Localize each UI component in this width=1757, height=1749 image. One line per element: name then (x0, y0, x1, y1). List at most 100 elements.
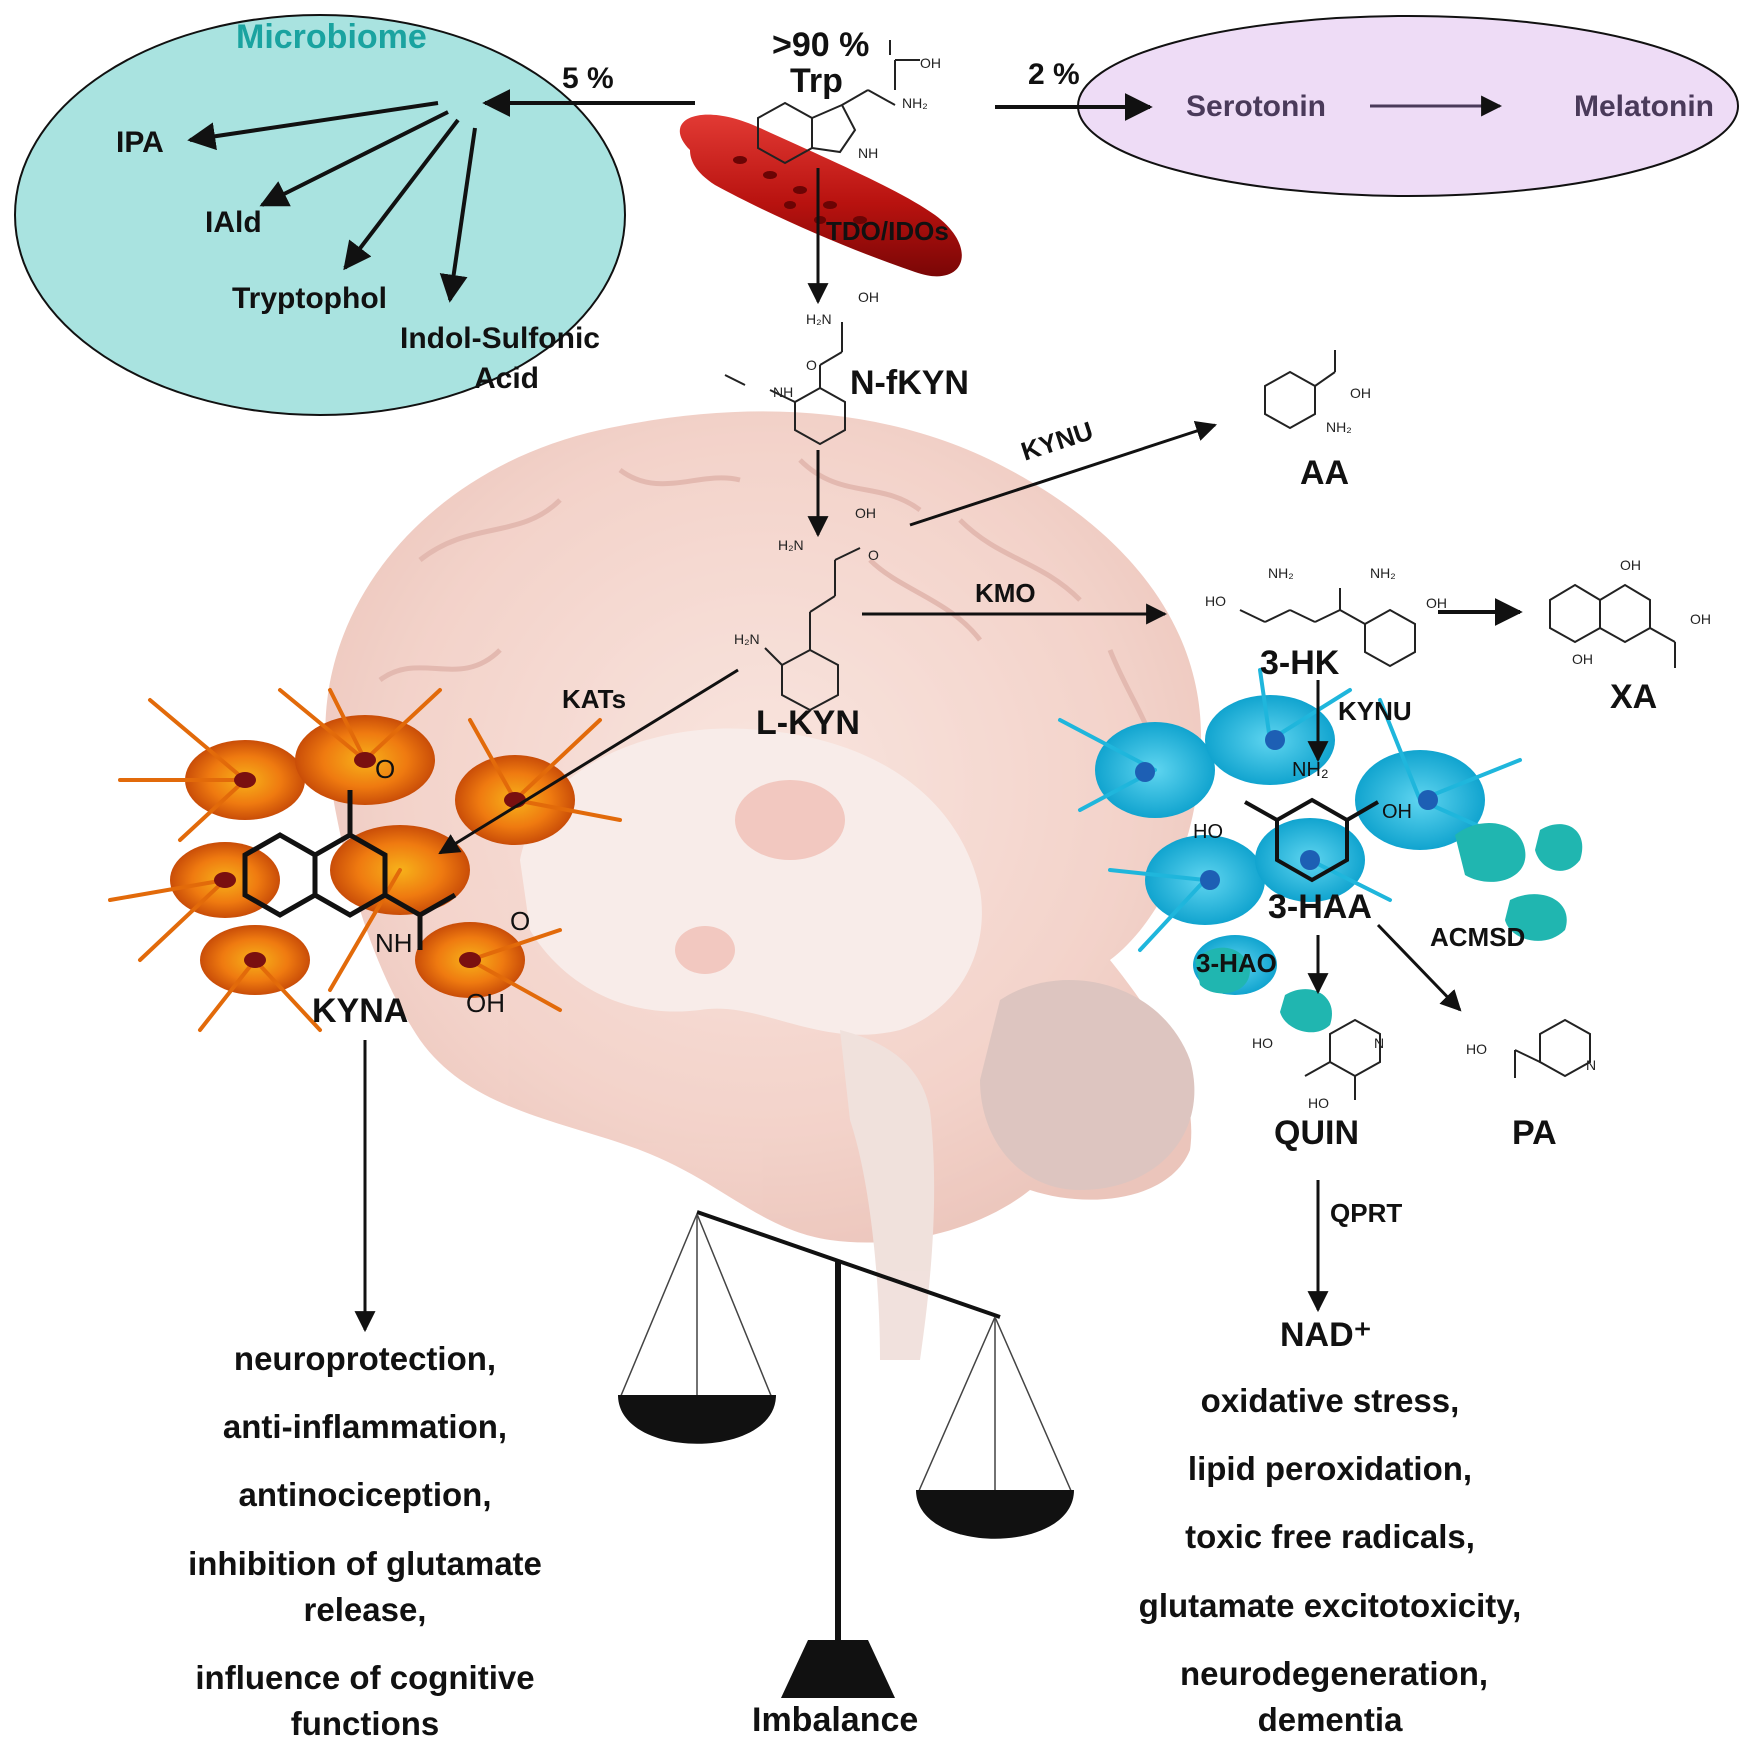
product-acid: Acid (474, 362, 540, 395)
aa-structure (1264, 350, 1336, 430)
nfkyn-nh: NH (773, 384, 794, 400)
lkyn-oh: OH (855, 505, 876, 521)
metabolite-lkyn: L-KYN (756, 704, 860, 742)
effect-anti-inflammation: anti-inflammation, (222, 1408, 508, 1446)
trp-percent: >90 % (772, 26, 870, 64)
lkyn-structure (764, 547, 861, 712)
trp-nh: NH (858, 145, 879, 161)
effect-lipid-peroxidation: lipid peroxidation, (1187, 1450, 1473, 1488)
pa-n: N (1586, 1057, 1597, 1073)
arrow-3haa-to-pa (1376, 923, 1462, 1012)
kyna-nh: NH (375, 928, 413, 958)
pa-ho: HO (1466, 1041, 1487, 1057)
product-tryptophol: Tryptophol (232, 282, 387, 315)
metabolite-nfkyn: N-fKYN (850, 364, 969, 402)
brain-illustration (325, 411, 1202, 1360)
metabolite-kyna: KYNA (312, 992, 409, 1030)
lkyn-o: O (868, 547, 879, 563)
effect-antinociception: antinociception, (238, 1476, 492, 1514)
product-iald: IAld (205, 206, 262, 239)
trp-structure (757, 40, 920, 165)
nfkyn-structure (724, 322, 846, 446)
kyna-o: O (375, 754, 396, 784)
kyna-structure (242, 790, 457, 950)
balance-scale (618, 1210, 1074, 1698)
xa-structure (1549, 583, 1676, 668)
quin-ho-a: HO (1252, 1035, 1273, 1051)
brain-inner (520, 728, 982, 1035)
enzyme-qprt: QPRT (1330, 1198, 1403, 1228)
trp-nh2: NH₂ (902, 95, 928, 111)
kyna-o-right: O (510, 906, 531, 936)
effect-neuroprotection: neuroprotection, (233, 1340, 497, 1377)
metabolite-quin: QUIN (1274, 1114, 1359, 1152)
3haa-ho: HO (1193, 821, 1223, 843)
enzyme-acmsd: ACMSD (1430, 922, 1526, 952)
enzyme-tdo-idos: TDO/IDOs (826, 216, 949, 246)
kyna-oh: OH (466, 988, 505, 1018)
serotonin-percent: 2 % (1028, 58, 1080, 91)
lkyn-h2n: H₂N (778, 537, 804, 553)
arrow-lkyn-to-aa (909, 420, 1217, 527)
cerebellum (980, 980, 1195, 1190)
3hk-ho: HO (1205, 593, 1226, 609)
quin-effects: oxidative stress, lipid peroxidation, to… (1100, 1378, 1560, 1743)
enzyme-kats: KATs (562, 684, 627, 714)
imbalance-label: Imbalance (752, 1701, 919, 1739)
metabolite-nad: NAD⁺ (1280, 1316, 1372, 1354)
kyna-effects: neuroprotection, anti-inflammation, anti… (150, 1336, 580, 1747)
nfkyn-o: O (806, 357, 817, 373)
effect-cognitive: influence of cognitive functions (195, 1658, 535, 1743)
enzyme-kynu-mid: KYNU (1338, 696, 1412, 726)
microbiome-title: Microbiome (236, 18, 427, 56)
metabolite-xa: XA (1610, 678, 1658, 716)
aa-nh2: NH₂ (1326, 419, 1352, 435)
xa-oh-top: OH (1620, 557, 1641, 573)
astrocyte-cluster (108, 688, 622, 1032)
effect-oxidative-stress: oxidative stress, (1200, 1382, 1460, 1419)
serotonin-label: Serotonin (1186, 90, 1326, 123)
lkyn-h2n-ring: H₂N (734, 631, 760, 647)
nfkyn-oh: OH (858, 289, 879, 305)
enzyme-kmo: KMO (975, 578, 1036, 608)
3haa-nh2: NH₂ (1292, 759, 1329, 781)
3haa-structure (1244, 797, 1380, 883)
microbiome-ellipse (14, 14, 626, 416)
effect-neurodegeneration: neurodegeneration, dementia (1180, 1654, 1489, 1738)
product-ipa: IPA (116, 126, 164, 159)
metabolite-3haa: 3-HAA (1268, 888, 1372, 926)
microbiome-percent: 5 % (562, 62, 614, 95)
aa-oh: OH (1350, 385, 1371, 401)
trp-name: Trp (790, 62, 843, 100)
red-blood-cell (679, 114, 962, 277)
pa-structure (1514, 1018, 1591, 1078)
quin-ho-b: HO (1308, 1095, 1329, 1111)
microglia-cluster (1058, 668, 1583, 1033)
product-indol-sulfonic: Indol-Sulfonic (400, 322, 600, 355)
xa-oh-bottom: OH (1572, 651, 1593, 667)
3hk-oh: OH (1426, 595, 1447, 611)
metabolite-pa: PA (1512, 1114, 1557, 1152)
midbrain-spot (675, 926, 735, 974)
nfkyn-h2n: H₂N (806, 311, 832, 327)
effect-glutamate-inhibition: inhibition of glutamate release, (188, 1544, 542, 1628)
3hk-structure (1239, 588, 1416, 668)
metabolite-3hk: 3-HK (1260, 644, 1340, 682)
microbiome-arrows (187, 101, 477, 303)
xa-oh-right: OH (1690, 611, 1711, 627)
effect-excitotoxicity: glutamate excitotoxicity, (1138, 1586, 1522, 1624)
quin-n: N (1374, 1035, 1385, 1051)
quin-structure (1304, 1018, 1381, 1100)
3hk-nh2-a: NH₂ (1268, 565, 1294, 581)
enzyme-3hao: 3-HAO (1196, 948, 1277, 978)
3hk-nh2-b: NH₂ (1370, 565, 1396, 581)
effect-toxic-radicals: toxic free radicals, (1185, 1518, 1475, 1556)
trp-oh: OH (920, 55, 941, 71)
arrow-lkyn-to-kyna (438, 668, 739, 855)
metabolite-aa: AA (1300, 454, 1350, 492)
brain-gyri (378, 458, 1163, 771)
brain-stem (840, 1030, 935, 1360)
melatonin-label: Melatonin (1574, 90, 1714, 123)
